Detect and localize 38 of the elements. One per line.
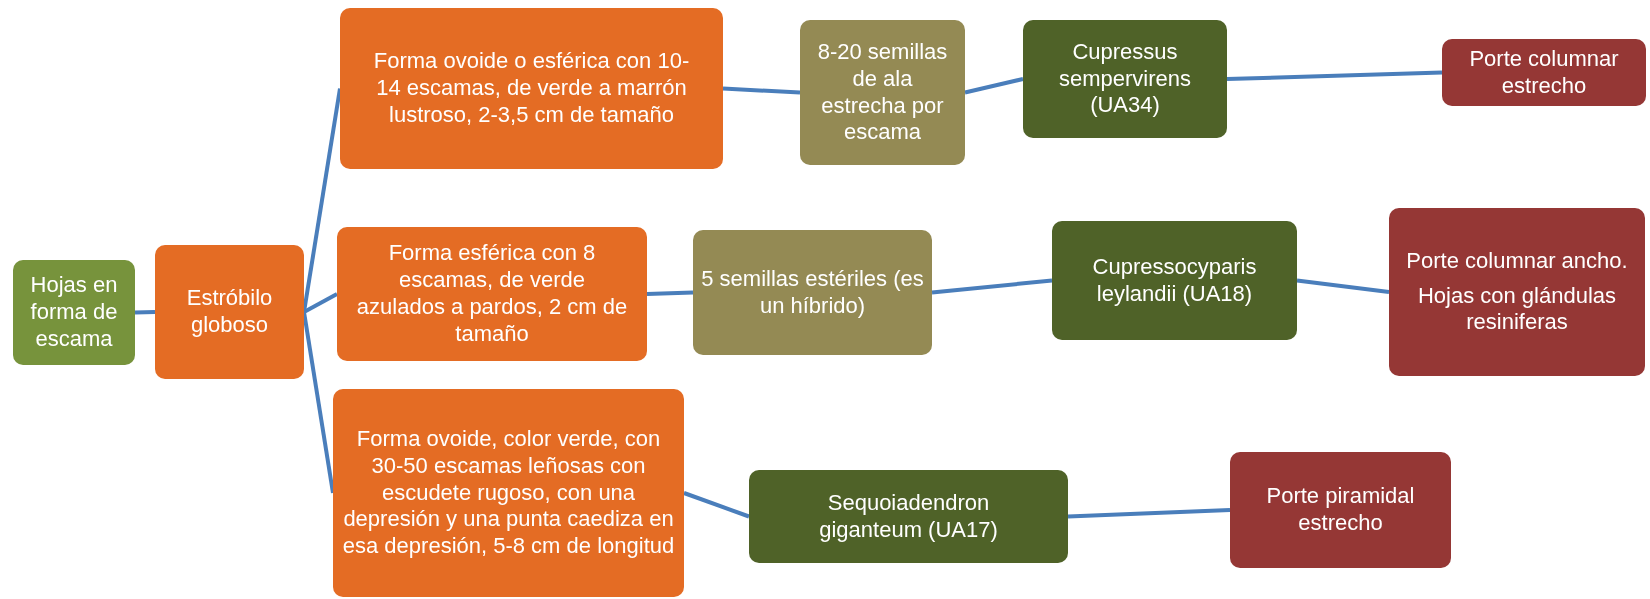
seed-box	[693, 230, 932, 355]
species-box	[1023, 20, 1227, 138]
habit-box	[1389, 208, 1645, 376]
node-text: 5 semillas estériles (es un híbrido)	[700, 265, 925, 320]
node-text: Forma ovoide o esférica con 10-14 escamas, de verde a marrón lustroso, 2-3,5 cm de tamaño	[372, 48, 691, 129]
habit-box	[1230, 452, 1451, 568]
node-text: Cupressus sempervirens (UA34)	[1057, 38, 1192, 120]
node-text: Porte columnar estrecho	[1468, 45, 1620, 100]
connector-line	[302, 311, 335, 494]
connector-line	[722, 86, 801, 95]
connector-line	[964, 77, 1024, 95]
cone-box	[340, 8, 723, 169]
node-text: Forma esférica con 8 escamas, de verde azulados a pardos, 2 cm de tamaño	[355, 240, 629, 348]
node-text: Estróbilo globoso	[185, 285, 274, 339]
connector-line	[1226, 70, 1443, 81]
connector-line	[646, 290, 694, 296]
seed-box	[800, 20, 965, 165]
connector-line	[303, 292, 338, 314]
node-text: Porte columnar ancho.	[1406, 247, 1628, 275]
node-text: Hojas en forma de escama	[29, 272, 119, 353]
species-box	[1052, 221, 1297, 340]
cone-box	[155, 245, 304, 379]
habit-box	[1442, 39, 1646, 106]
node-text: Forma ovoide, color verde, con 30-50 escamas leñosas con escudete rugoso, con una depresión y una punta caediza en esa depresión, 5-8 cm de longitud	[341, 425, 676, 561]
node-text: Cupressocyparis leylandii (UA18)	[1091, 253, 1258, 308]
species-box	[749, 470, 1068, 563]
connector-line	[683, 491, 750, 519]
node-text: Sequoiadendron giganteum (UA17)	[818, 489, 999, 544]
connector-line	[134, 310, 156, 315]
connector-line	[1296, 278, 1390, 294]
node-text: Porte piramidal estrecho	[1265, 483, 1416, 537]
connector-line	[1067, 508, 1231, 519]
node-text: 8-20 semillas de ala estrecha por escama	[816, 38, 949, 147]
leaf-box	[13, 260, 135, 365]
cone-box	[337, 227, 647, 361]
cone-box	[333, 389, 684, 597]
connector-line	[931, 278, 1053, 295]
node-text: Hojas con glándulas resiniferas	[1416, 282, 1618, 337]
